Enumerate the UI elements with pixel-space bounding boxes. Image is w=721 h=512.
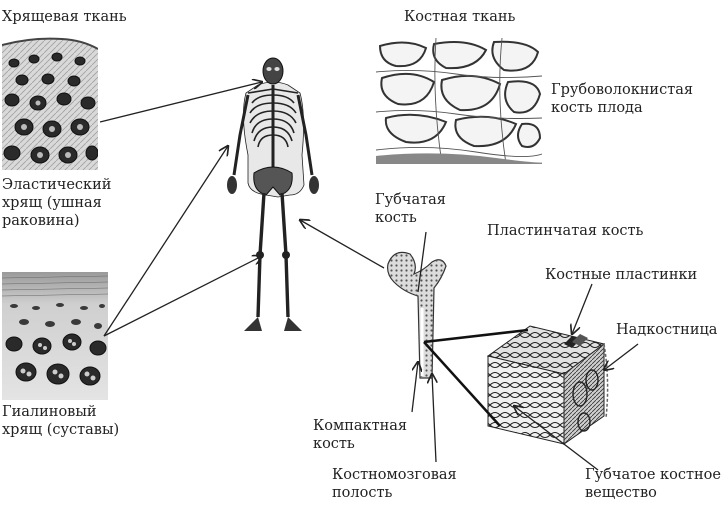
coarse-fibered-bone-micrograph (376, 38, 542, 164)
label-lamellar-bone: Пластинчатая кость (487, 223, 644, 239)
label-marrow-cavity: Костномозговая полость (332, 467, 457, 501)
arrow-femur-to-skeleton (300, 220, 385, 269)
arrow-spongy-substance (514, 406, 599, 471)
arrow-elastic-to-ear (99, 82, 262, 123)
label-cartilage-tissue: Хрящевая ткань (2, 9, 127, 25)
lamellar-bone-block-icon (486, 325, 609, 445)
label-periosteum: Надкостница (616, 322, 718, 338)
label-hyaline-cartilage: Гиалиновый хрящ (суставы) (2, 404, 120, 438)
callout-lower (423, 341, 501, 427)
label-spongy-bone: Губчатая кость (375, 192, 446, 226)
label-elastic-cartilage: Эластический хрящ (ушная раковина) (2, 177, 112, 229)
arrow-bone-plates (572, 283, 593, 334)
arrow-hyaline-to-knee (103, 256, 262, 337)
elastic-cartilage-micrograph (2, 37, 98, 170)
arrow-periosteum (604, 343, 639, 370)
label-spongy-substance: Губчатое костное вещество (585, 467, 721, 501)
hyaline-cartilage-micrograph (2, 272, 108, 400)
arrow-compact-bone (411, 362, 418, 413)
label-coarse-fibered-bone: Грубоволокнистая кость плода (551, 82, 694, 116)
arrow-hyaline-to-shoulder (103, 146, 228, 337)
label-bone-plates: Костные пластинки (545, 267, 698, 283)
label-bone-tissue: Костная ткань (404, 9, 516, 25)
skeleton-figure-icon (227, 57, 319, 331)
label-compact-bone: Компактная кость (313, 418, 408, 452)
line-spongy-bone (417, 231, 427, 293)
arrow-marrow-cavity (432, 374, 436, 463)
callout-upper (423, 328, 529, 344)
